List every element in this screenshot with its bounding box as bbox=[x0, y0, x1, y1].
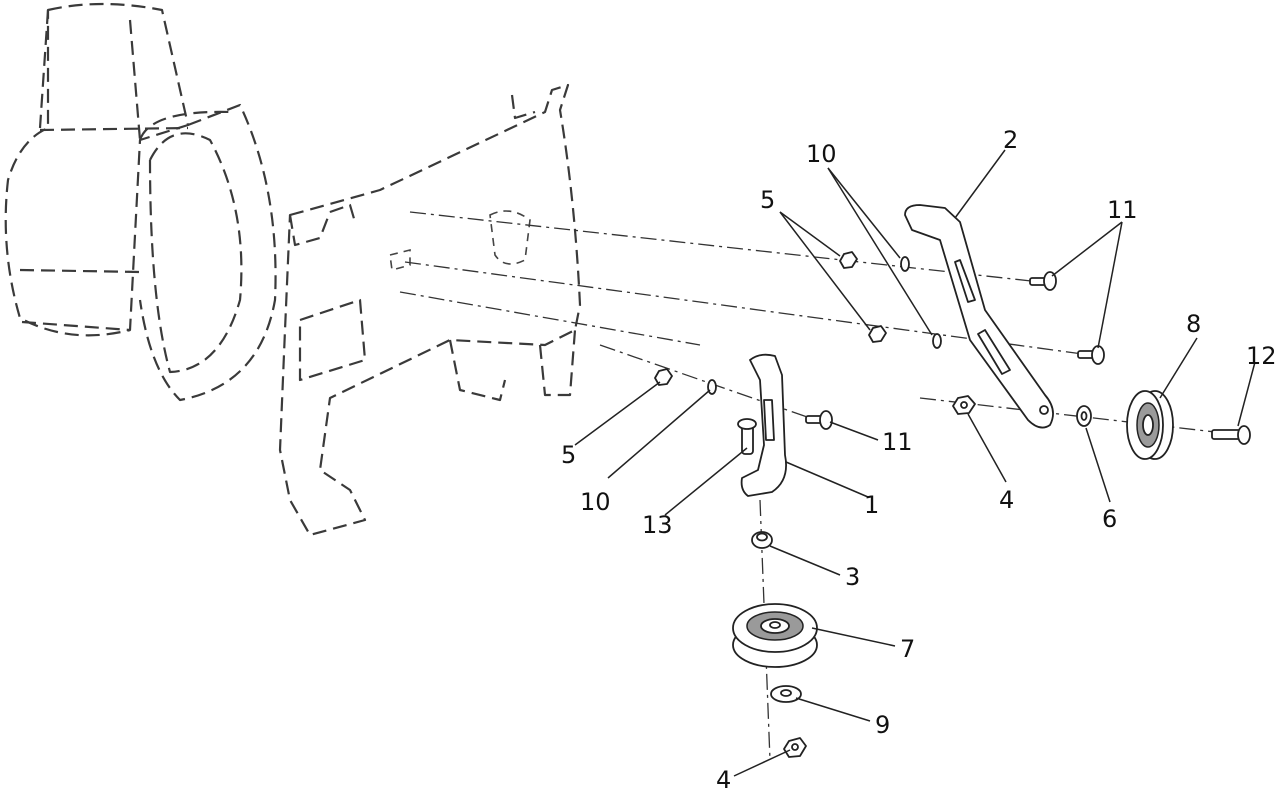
leader-lines bbox=[574, 149, 1256, 777]
part-4-nut-right bbox=[952, 395, 976, 415]
callout-10-left: 10 bbox=[580, 488, 611, 516]
callout-labels: 1 2 3 4 4 5 5 6 7 8 9 10 10 11 11 12 13 bbox=[561, 126, 1277, 791]
callout-3: 3 bbox=[845, 563, 860, 591]
callout-10-top: 10 bbox=[806, 140, 837, 168]
callout-5-top: 5 bbox=[760, 186, 775, 214]
callout-13: 13 bbox=[642, 511, 673, 539]
callout-6: 6 bbox=[1102, 505, 1117, 533]
part-13-bolt bbox=[737, 418, 757, 455]
callout-1: 1 bbox=[864, 491, 879, 519]
callout-4-bottom: 4 bbox=[716, 766, 731, 791]
callout-2: 2 bbox=[1003, 126, 1018, 154]
callout-5-left: 5 bbox=[561, 441, 576, 469]
callout-9: 9 bbox=[875, 711, 890, 739]
callout-7: 7 bbox=[900, 635, 915, 663]
ghost-housing bbox=[4, 2, 277, 402]
part-5-nuts bbox=[654, 251, 887, 386]
part-10-washers bbox=[707, 256, 942, 395]
part-8-pulley bbox=[1126, 390, 1174, 460]
part-11-bolts bbox=[805, 271, 1105, 430]
part-3-spacer bbox=[751, 531, 773, 549]
callout-11-middle: 11 bbox=[882, 428, 913, 456]
part-4-nut-bottom bbox=[783, 737, 807, 758]
assembly-axes bbox=[399, 211, 1251, 761]
part-9-washer bbox=[770, 685, 802, 703]
callout-12: 12 bbox=[1246, 342, 1277, 370]
callout-8: 8 bbox=[1186, 310, 1201, 338]
callout-11-top: 11 bbox=[1107, 196, 1138, 224]
callout-4-right: 4 bbox=[999, 486, 1014, 514]
part-7-idler-pulley bbox=[732, 603, 818, 668]
part-6-washer bbox=[1076, 405, 1092, 427]
part-1-idler-bracket bbox=[740, 353, 787, 497]
ghost-frame bbox=[278, 83, 582, 537]
part-2-arm-bracket bbox=[904, 204, 1054, 429]
part-12-bolt bbox=[1211, 425, 1251, 445]
